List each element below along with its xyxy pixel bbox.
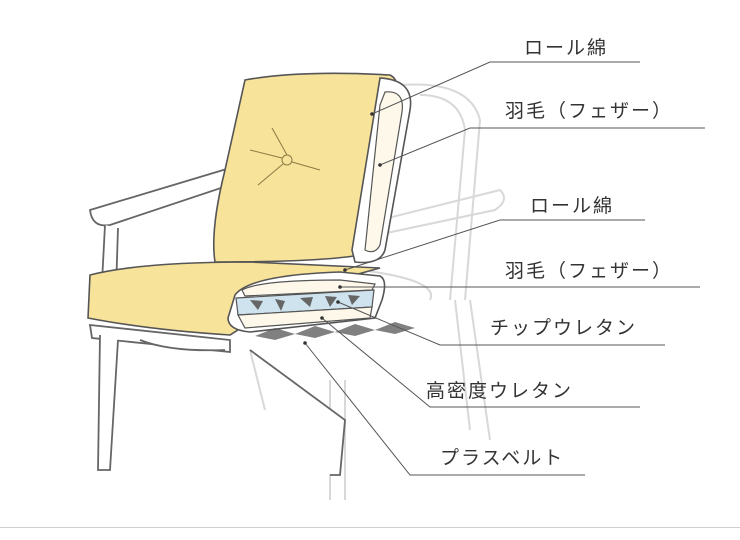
chip-pattern: [250, 295, 360, 311]
seat-feather-layer: [241, 279, 376, 297]
high-density-urethane-layer: [237, 306, 373, 329]
label-feather-back: 羽毛（フェザー）: [505, 100, 674, 122]
label-roll-cotton-seat: ロール綿: [530, 195, 615, 217]
label-roll-cotton-back: ロール綿: [524, 37, 609, 59]
leader-dots: [303, 112, 382, 345]
label-high-density-urethane: 高密度ウレタン: [426, 380, 574, 402]
label-feather-seat: 羽毛（フェザー）: [505, 260, 674, 282]
divider: [0, 527, 740, 528]
back-feather-layer: [364, 91, 403, 253]
label-chip-urethane: チップウレタン: [490, 317, 638, 339]
label-plus-belt: プラスベルト: [440, 447, 565, 469]
plus-belt: [255, 322, 415, 340]
leader-lines: [304, 61, 705, 476]
tuft-button-icon: [249, 127, 321, 186]
